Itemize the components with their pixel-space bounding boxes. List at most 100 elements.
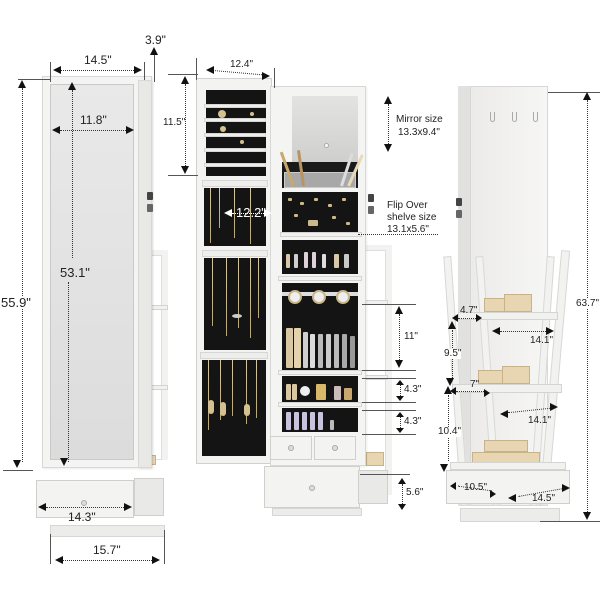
pendant — [244, 404, 250, 416]
dim-base-width: 15.7" — [93, 543, 121, 557]
rotating-base — [272, 508, 362, 516]
hook-icon — [490, 112, 495, 122]
drawer-knob — [309, 485, 315, 491]
hook-icon — [533, 112, 538, 122]
arrow-left-icon — [500, 410, 508, 418]
perfume-bottle — [326, 334, 331, 368]
cosmetic-bottle — [294, 254, 298, 268]
ring — [294, 214, 298, 217]
cosmetic-item — [334, 386, 341, 400]
flip-over-shelf[interactable] — [280, 232, 362, 237]
dim-necklace-width: 12.2" — [236, 205, 266, 220]
mirror-light-button[interactable] — [324, 143, 329, 148]
mirror-size-value: 13.3x9.4" — [398, 127, 440, 138]
dim-shelf-gap-bottom: 10.4" — [438, 426, 462, 437]
arrow-right-icon — [476, 314, 482, 322]
dim-shelf-gap-4-3-a: 4.3" — [404, 384, 422, 395]
dim-line — [456, 391, 484, 392]
hook-icon — [512, 112, 517, 122]
perfume-bottle — [318, 334, 323, 368]
dim-line — [400, 384, 401, 398]
arrow-down-icon — [60, 458, 68, 466]
interior-shelf — [278, 370, 362, 375]
arrow-up-icon — [583, 92, 591, 100]
dim-line — [144, 62, 145, 80]
arrow-up-icon — [18, 80, 26, 88]
dim-width-top: 14.5" — [84, 53, 112, 67]
arrow-left-icon — [450, 387, 456, 395]
arrow-left-icon — [53, 66, 61, 74]
ladder-shelf-top — [458, 312, 558, 320]
dim-mirror-height: 53.1" — [60, 265, 90, 280]
arrow-right-icon — [546, 327, 554, 335]
drawer-side — [134, 478, 164, 516]
dim-line — [164, 530, 165, 564]
interior-shelf — [278, 276, 362, 281]
arrow-up-icon — [150, 47, 158, 55]
perfume-bottle — [350, 336, 355, 368]
lock-icon — [456, 210, 462, 218]
storage-box — [502, 366, 530, 384]
arrow-down-icon — [396, 396, 404, 401]
dim-line — [402, 484, 403, 504]
necklace — [232, 360, 233, 416]
spray-bottle — [294, 412, 299, 430]
ring — [308, 220, 318, 226]
earring — [220, 126, 226, 132]
dim-line — [168, 175, 198, 176]
dim-line — [540, 521, 600, 522]
cosmetic-bottle — [344, 254, 349, 268]
ring — [346, 222, 350, 225]
ring — [342, 198, 346, 201]
dim-line — [362, 370, 416, 371]
dim-bottom-depth: 10.5" — [464, 482, 488, 493]
bracelet — [312, 290, 326, 304]
necklace — [226, 258, 227, 336]
earring-rail — [204, 133, 266, 137]
necklace — [210, 188, 211, 243]
cosmetic-item — [286, 384, 291, 400]
necklace-hook-bar — [202, 180, 268, 187]
dim-line — [362, 402, 416, 403]
drawer-knob — [81, 500, 87, 506]
ring — [328, 204, 332, 207]
ladder-shelf-bottom — [450, 462, 566, 470]
arrow-down-icon — [398, 504, 406, 510]
dim-line — [362, 434, 416, 435]
cosmetic-item — [344, 388, 352, 400]
ring — [288, 198, 292, 201]
bracelet — [336, 290, 350, 304]
dim-shelf-depth-top: 4.7" — [460, 305, 478, 316]
perfume-bottle — [310, 334, 315, 368]
necklace — [208, 360, 209, 430]
arrow-right-icon — [264, 209, 272, 217]
cosmetic-bottle — [334, 254, 339, 268]
perfume-bottle — [286, 328, 293, 368]
cosmetic-bottle — [286, 254, 290, 268]
dim-shelf-width-mid: 14.1" — [528, 415, 552, 426]
arrow-up-icon — [448, 321, 456, 329]
dim-bottom-width: 14.5" — [532, 493, 556, 504]
dim-total-height: 63.7" — [576, 298, 600, 309]
arrow-up-icon — [395, 306, 403, 314]
arrow-left-icon — [450, 482, 456, 490]
arrow-right-icon — [550, 403, 558, 411]
storage-box — [366, 452, 384, 466]
dim-shelf-gap-top: 9.5" — [444, 348, 462, 359]
arrow-right-icon — [134, 66, 142, 74]
bracelet — [288, 290, 302, 304]
cabinet-side — [138, 80, 152, 468]
interior-mirror — [292, 96, 358, 162]
dim-door-width: 12.4" — [230, 59, 254, 70]
earring — [250, 112, 254, 116]
arrow-down-icon — [396, 428, 404, 433]
spray-bottle — [318, 412, 323, 430]
flip-shelf-label-1: Flip Over — [387, 200, 428, 211]
dim-line — [72, 90, 73, 258]
arrow-up-icon — [68, 82, 76, 90]
arrow-up-icon — [396, 412, 404, 417]
dim-line — [3, 470, 33, 471]
dim-line — [500, 331, 548, 332]
arrow-left-icon — [206, 66, 214, 74]
necklace-hook-bar — [202, 250, 268, 257]
